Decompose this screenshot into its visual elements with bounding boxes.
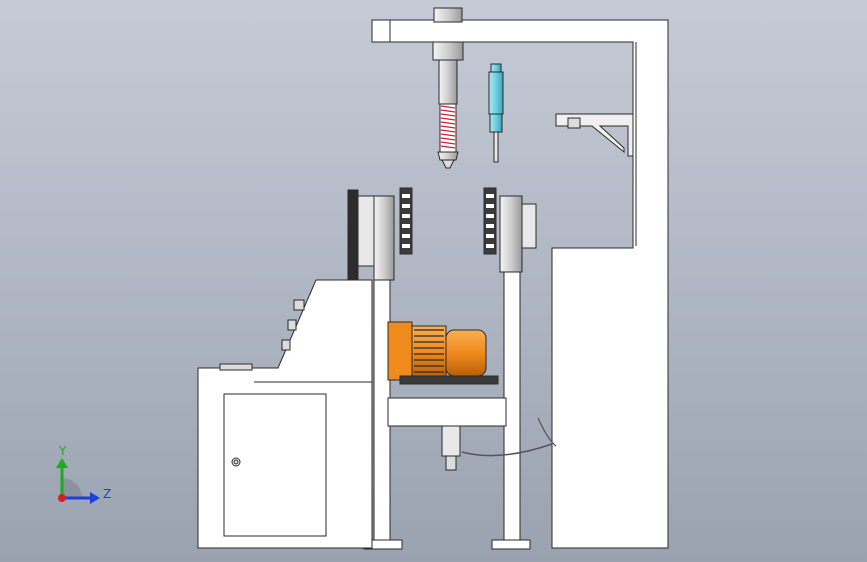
control-cabinet[interactable] [197, 279, 373, 549]
origin-sector [62, 478, 82, 498]
cross-beam[interactable] [387, 397, 507, 471]
cable [461, 443, 553, 457]
drive-motor[interactable] [387, 321, 499, 385]
left-sprocket [399, 187, 413, 255]
z-axis-label: Z [103, 487, 111, 501]
press-spindle[interactable] [432, 7, 464, 169]
spring [440, 105, 456, 149]
pneumatic-cylinder[interactable] [488, 63, 504, 163]
c-frame[interactable] [371, 19, 669, 549]
y-axis-label: Y [58, 444, 67, 458]
right-upright[interactable] [483, 187, 537, 550]
x-axis-dot [58, 494, 66, 502]
orientation-triad: Y Z [56, 444, 111, 504]
left-upright[interactable] [347, 187, 413, 550]
mount-bracket[interactable] [555, 113, 634, 157]
